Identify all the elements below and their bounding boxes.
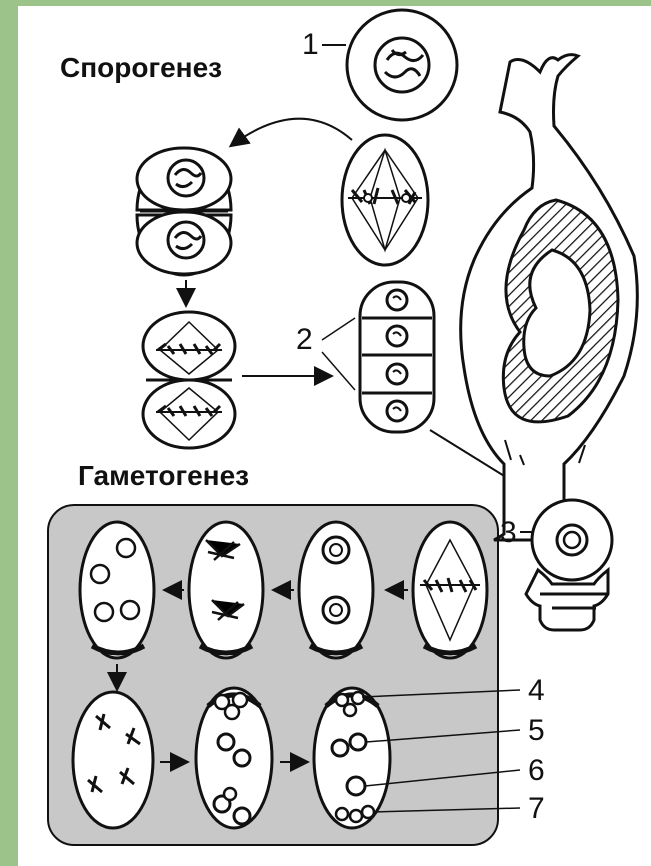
arrow-meiosis-to-dyad: [232, 119, 352, 145]
spore-tetrad: [360, 282, 434, 432]
gametophyte-stage-eight-nuclei: [196, 688, 272, 828]
gametogenesis-title: Гаметогенез: [78, 460, 249, 492]
functional-megaspore: [526, 500, 612, 630]
marker-2-leader-a: [322, 318, 355, 340]
marker-2: 2: [296, 325, 313, 355]
pistil-ovule: [461, 55, 638, 540]
marker-1: 1: [302, 30, 319, 60]
gametophyte-stage-two-nuclei: [299, 522, 373, 658]
meiosis-one-cell: [342, 135, 428, 265]
gametophyte-stage-mitosis-one: [413, 522, 487, 658]
archesporial-cell: [347, 10, 457, 120]
sporogenesis-title: Спорогенез: [60, 52, 222, 84]
mature-embryo-sac: [314, 688, 390, 828]
dyad-cells: [137, 148, 231, 275]
marker-4: 4: [528, 676, 545, 706]
marker-3: 3: [500, 518, 517, 548]
gametophyte-stage-mitosis-three: [73, 692, 153, 828]
gametophyte-stage-four-nuclei: [80, 522, 154, 658]
meiosis-two-cells: [143, 312, 235, 448]
marker-2-leader-b: [322, 352, 355, 390]
gametophyte-stage-mitosis-two: [189, 522, 263, 658]
marker-6: 6: [528, 756, 545, 786]
marker-5: 5: [528, 716, 545, 746]
marker-7: 7: [528, 794, 545, 824]
